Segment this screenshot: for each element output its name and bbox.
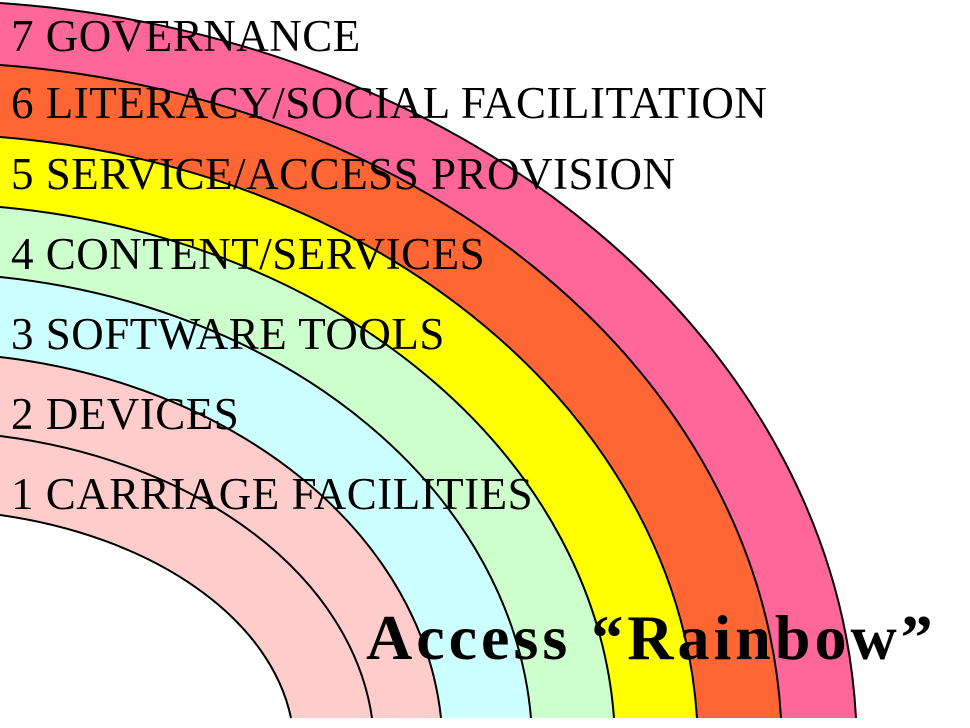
layer-label-literacy: 6 LITERACY/SOCIAL FACILITATION — [11, 78, 768, 128]
band-boundary-line — [0, 514, 292, 719]
band-boundary-line — [0, 2, 857, 719]
band-boundary-line — [0, 276, 532, 719]
band-boundary-line — [0, 64, 782, 719]
rainbow-inner — [0, 515, 291, 718]
layer-label-content-services: 4 CONTENT/SERVICES — [11, 229, 486, 279]
band-boundary-line — [0, 206, 615, 719]
band-boundary-line — [0, 136, 698, 719]
band-boundary-line — [0, 435, 373, 719]
band-boundary-line — [0, 356, 442, 719]
diagram-title: Access “Rainbow” — [366, 602, 937, 673]
layer-label-devices: 2 DEVICES — [11, 389, 240, 439]
layer-label-software-tools: 3 SOFTWARE TOOLS — [11, 309, 445, 359]
layer-label-governance: 7 GOVERNANCE — [11, 11, 361, 61]
layer-label-service-access: 5 SERVICE/ACCESS PROVISION — [11, 149, 676, 199]
layer-label-carriage: 1 CARRIAGE FACILITIES — [11, 469, 534, 519]
